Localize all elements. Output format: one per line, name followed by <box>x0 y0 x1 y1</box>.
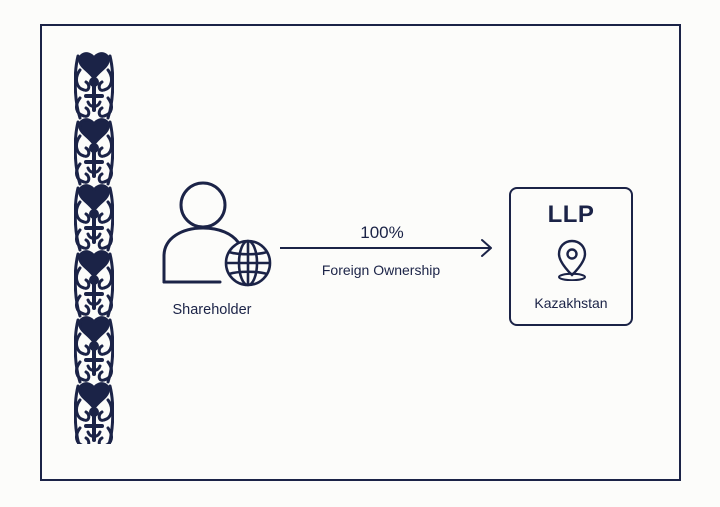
arrow-right-icon <box>280 239 492 257</box>
person-head <box>179 181 227 229</box>
location-pin-icon <box>557 239 587 281</box>
person-body <box>162 226 240 284</box>
globe-icon <box>224 239 272 287</box>
entity-title: LLP <box>547 201 595 228</box>
llp-entity-box: LLP Kazakhstan <box>509 187 633 326</box>
ownership-percentage: 100% <box>360 223 404 242</box>
person-with-globe-icon <box>162 181 272 287</box>
diagram-frame <box>40 24 681 481</box>
shareholder-label: Shareholder <box>172 302 252 318</box>
kazakh-ornament-border-icon <box>74 52 114 444</box>
ownership-description: Foreign Ownership <box>321 262 441 278</box>
entity-country: Kazakhstan <box>534 295 608 311</box>
